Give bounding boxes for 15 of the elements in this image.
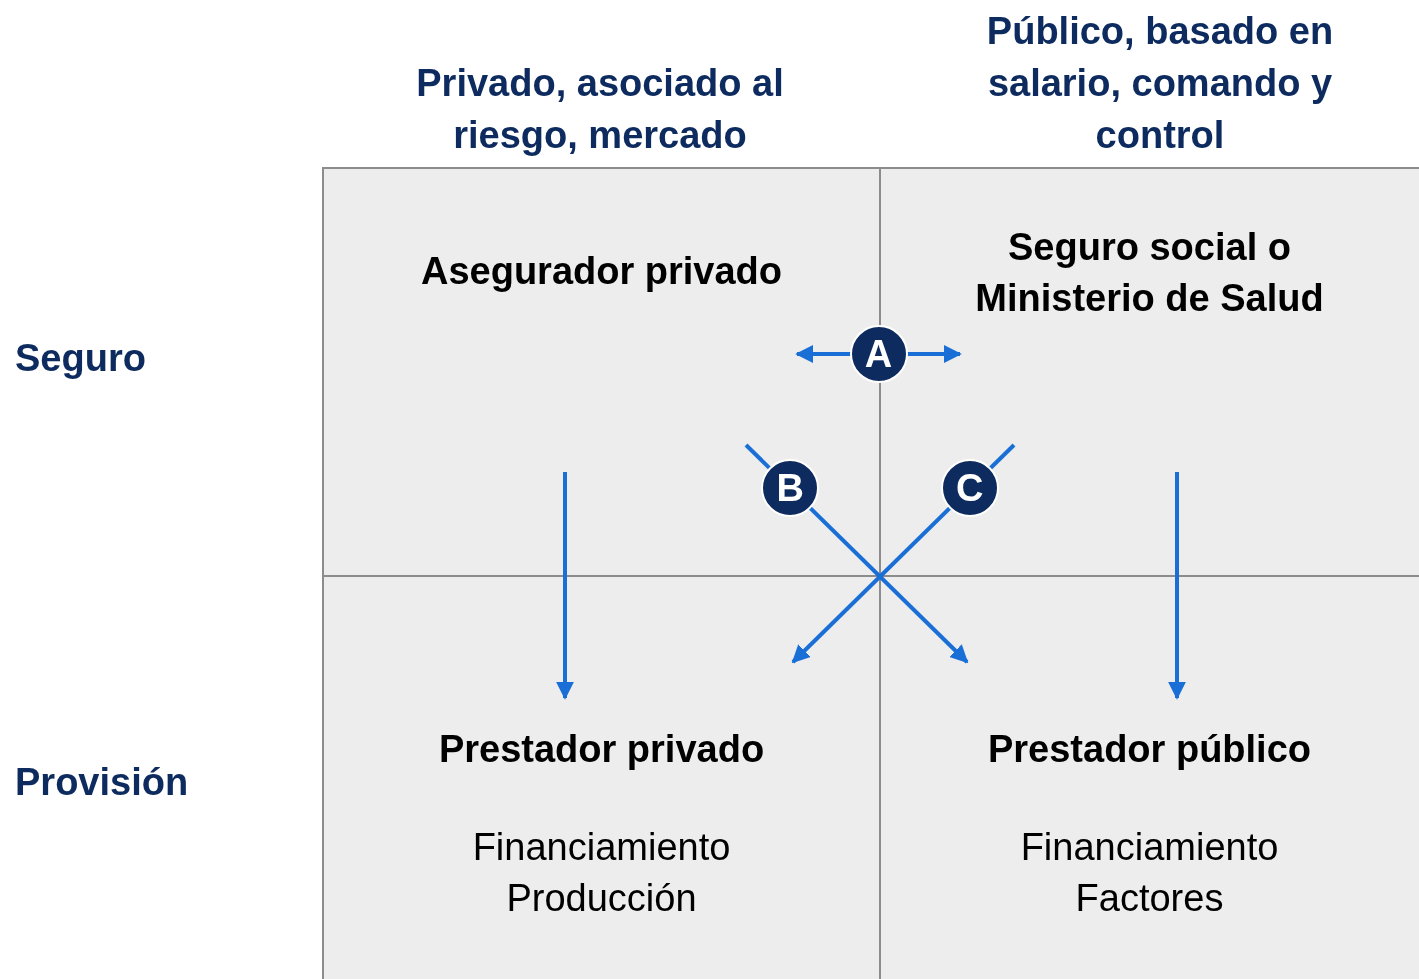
column-heading: Privado, asociado al riesgo, mercado [415,61,785,158]
arrow [1168,472,1186,700]
quadrant-description: Financiamiento Producción [471,825,732,921]
row-heading: Seguro [15,336,147,381]
arrow [795,345,962,363]
quadrant-description: Financiamiento Factores [1019,825,1280,921]
quadrant-heading: Seguro social o Ministerio de Salud [974,225,1325,321]
quadrant-heading: Asegurador privado [419,249,784,294]
quadrant-panel [880,576,1419,979]
row-heading: Provisión [15,760,190,805]
quadrant-heading: Prestador privado [437,727,766,772]
column-heading: Público, basado en salario, comando y control [985,9,1335,158]
quadrant-heading: Prestador público [986,727,1313,772]
quadrant-panel [323,576,880,979]
arrow [556,472,574,700]
